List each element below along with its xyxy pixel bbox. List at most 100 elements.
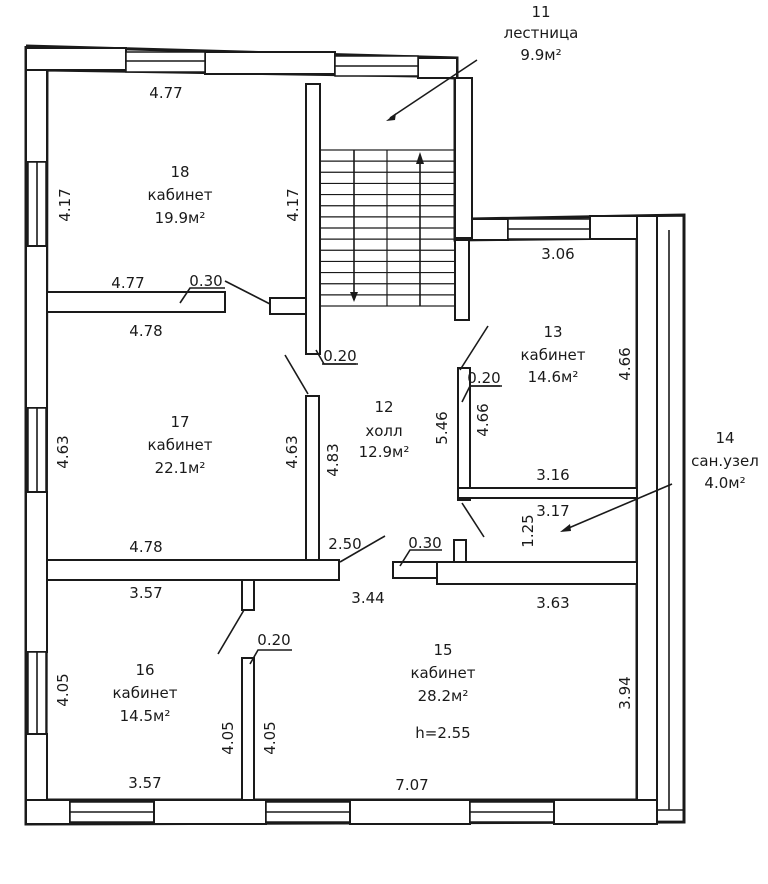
wall-segment [636,215,658,817]
wall-segment [349,799,471,825]
door-swings [217,280,489,655]
room-name: кабинет [520,346,585,364]
dimension-underlines [322,363,502,387]
leader-room11 [389,59,478,119]
room-11-label: 11 лестница 9.9м² [504,3,579,64]
wall-stair-left [305,83,321,355]
dim-label: 1.25 [519,514,537,547]
dim-label: 5.46 [433,411,451,444]
room-15-label: 15 кабинет 28.2м² h=2.55 [410,641,475,742]
room-13-label: 13 кабинет 14.6м² [520,323,585,386]
wall-13-14 [457,487,638,499]
leader-tick [249,649,292,665]
room-area: 14.6м² [528,368,579,386]
room-area: 14.5м² [120,707,171,725]
staircase [319,149,456,307]
wall-stub [241,579,255,611]
dim-label: 4.05 [219,721,237,754]
room-number: 14 [715,429,734,447]
room-number: 11 [531,3,550,21]
dim-label: 4.05 [54,673,72,706]
leader-arrow-head [560,524,571,532]
wall-segment [589,215,638,240]
leader-tick [179,287,225,304]
wall-segment [553,799,658,825]
dim-label: 3.06 [541,245,574,263]
room-area: 19.9м² [155,209,206,227]
interior-walls [46,83,638,801]
dim-label: 4.83 [324,443,342,476]
door-swing [284,354,309,395]
room-name: сан.узел [691,452,759,470]
dim-label: 4.63 [54,435,72,468]
wall-segment [454,77,473,239]
room-number: 16 [135,661,154,679]
room-12-label: 12 холл 12.9м² [359,398,410,461]
dim-label: 7.07 [395,776,428,794]
stair-arrow-head [350,292,358,302]
wall-segment [417,57,458,79]
dim-label: 3.17 [536,502,569,520]
room-17-label: 17 кабинет 22.1м² [147,413,212,477]
wall-17-12 [305,395,320,563]
dim-label: 4.77 [149,84,182,102]
room-number: 15 [433,641,452,659]
wall-segment [25,491,48,653]
door-swing [217,609,245,655]
dim-label: 4.78 [129,322,162,340]
wall-stub [453,539,467,563]
dimension-labels: 4.77 4.17 4.17 4.77 0.30 4.78 0.20 4.63 … [54,84,634,794]
dim-label: 2.50 [328,535,361,553]
room-number: 12 [374,398,393,416]
dim-label: 4.66 [616,347,634,380]
wall-segment [25,47,127,71]
wall-segment [25,245,48,409]
dim-label: 4.78 [129,538,162,556]
door-swing [461,502,485,538]
wall-stub [269,297,307,315]
door-swing [339,535,386,563]
dim-label: 4.77 [111,274,144,292]
wall-17-16 [46,559,340,581]
door-swing [224,280,271,305]
leader-room14 [563,483,673,531]
room-name: холл [365,422,402,440]
window-top-1 [125,51,206,73]
wall-segment [204,51,336,75]
wall-segment [25,799,71,825]
dim-label: 3.44 [351,589,384,607]
wall-segment [153,799,267,825]
dim-label: 4.63 [283,435,301,468]
wall-12-13 [457,367,471,501]
dim-label: 0.30 [189,272,222,290]
wall-14-15 [436,561,638,585]
wall-stub [392,561,438,579]
room-area: 22.1м² [155,459,206,477]
room-labels: 11 лестница 9.9м² 18 кабинет 19.9м² 12 х… [112,3,758,742]
room-14-label: 14 сан.узел 4.0м² [691,429,759,492]
dim-label: 4.17 [284,188,302,221]
dim-label: 4.05 [261,721,279,754]
door-swing [459,325,489,371]
room-name: кабинет [112,684,177,702]
room-name: кабинет [410,664,475,682]
dim-label: 0.20 [323,347,356,365]
leader-tick [399,549,442,567]
dim-label: 3.16 [536,466,569,484]
dim-label: 0.30 [408,534,441,552]
wall-16-15 [241,657,255,801]
stair-arrow-head [416,152,424,164]
room-name: лестница [504,24,579,42]
room-area: 9.9м² [520,46,561,64]
dim-label: 4.66 [474,403,492,436]
dim-label: 3.63 [536,594,569,612]
dim-label: 0.20 [257,631,290,649]
room-area: 28.2м² [418,687,469,705]
dim-label: 3.57 [128,774,161,792]
leader-lines [179,59,673,665]
room-height: h=2.55 [415,724,470,742]
room-area: 4.0м² [704,474,745,492]
room-name: кабинет [147,186,212,204]
wall-18-17 [46,291,226,313]
